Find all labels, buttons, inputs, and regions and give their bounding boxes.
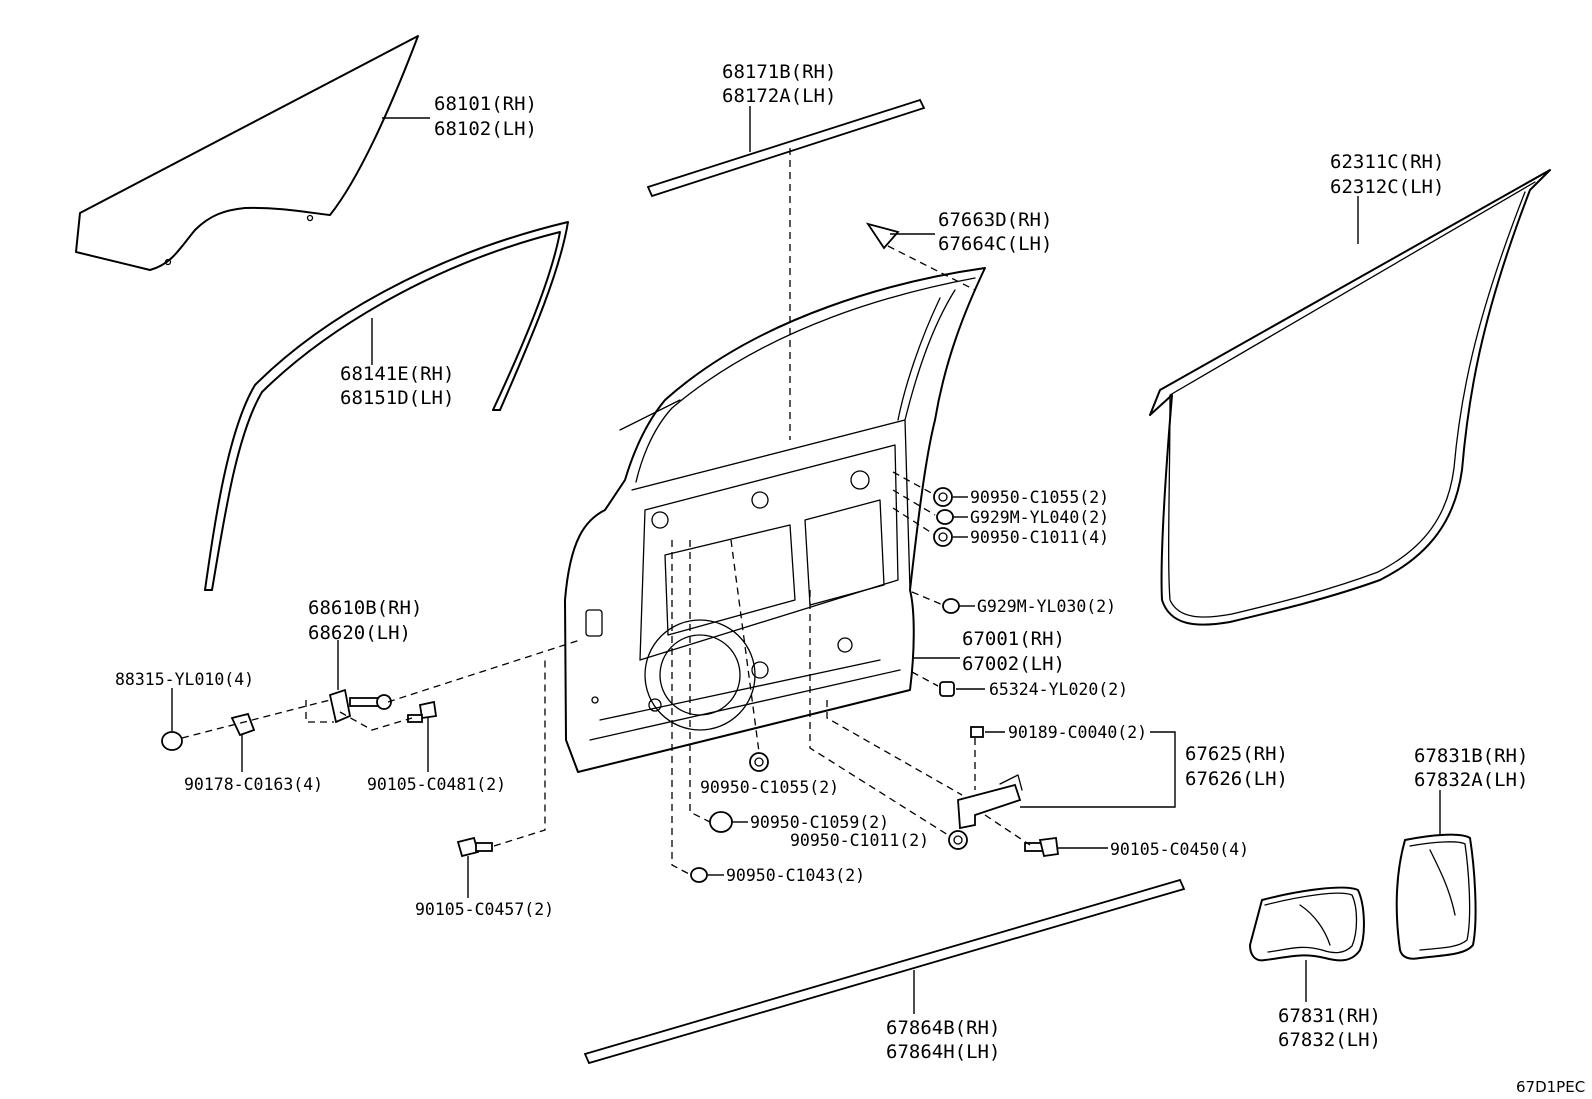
bolt-450	[1024, 836, 1060, 858]
belt-molding	[646, 98, 926, 198]
label-panel-lh: 67002(LH)	[962, 653, 1065, 675]
clip-upper-40	[936, 509, 954, 525]
plug-lower-1011	[948, 830, 968, 850]
label-panel-rh: 67001(RH)	[962, 628, 1065, 650]
leader-cover-dash	[887, 245, 976, 291]
label-clip0040: 90189-C0040(2)	[1008, 723, 1147, 742]
door-panel	[564, 267, 986, 773]
label-frame-rh: 68141E(RH)	[340, 363, 454, 385]
label-plug5: 90950-C1011(2)	[790, 831, 929, 850]
label-seal-lh: 67832(LH)	[1278, 1029, 1381, 1051]
label-plug6: 90950-C1043(2)	[726, 866, 865, 885]
label-belt-rh: 68171B(RH)	[722, 61, 836, 83]
label-bolt450: 90105-C0450(4)	[1110, 840, 1249, 859]
plug-upper-2	[933, 527, 953, 547]
dash-bracket-2	[826, 700, 963, 796]
dash-plug-1043	[671, 540, 692, 876]
label-bracket-rh: 67625(RH)	[1185, 743, 1288, 765]
label-check-lh: 68620(LH)	[308, 622, 411, 644]
label-plug4: 90950-C1059(2)	[750, 813, 889, 832]
clip-mid-30	[942, 598, 960, 614]
dash-plug-1059	[689, 540, 711, 823]
dash-upper-3	[892, 507, 936, 536]
plug-lower-1043	[690, 867, 708, 883]
label-frame-lh: 68151D(LH)	[340, 387, 454, 409]
dash-check-box	[305, 700, 334, 723]
label-cushion: 88315-YL010(4)	[115, 670, 254, 689]
mirror-cover	[865, 222, 900, 250]
reference-code: 67D1PEC	[1516, 1078, 1585, 1096]
dash-upper-2	[892, 489, 936, 516]
dash-bolt457	[493, 660, 546, 847]
label-bolt457: 90105-C0457(2)	[415, 900, 554, 919]
frame-molding	[204, 221, 569, 591]
door-glass	[75, 35, 419, 271]
plug-upper-1	[933, 487, 953, 507]
label-belt-lh: 68172A(LH)	[722, 85, 836, 107]
service-hole-cover-b	[1395, 833, 1477, 960]
stopper-part	[939, 681, 955, 697]
plug-lower-1059	[709, 811, 733, 833]
label-cover-lh: 67664C(LH)	[938, 233, 1052, 255]
label-clip30: G929M-YL030(2)	[977, 597, 1116, 616]
dash-upper-1	[892, 471, 936, 496]
label-cover-rh: 67663D(RH)	[938, 209, 1052, 231]
label-plug1: 90950-C1055(2)	[970, 488, 1109, 507]
hinge-bracket	[957, 726, 1023, 830]
dash-plug-lower-1	[730, 539, 760, 753]
door-check	[328, 688, 392, 724]
label-glass-lh: 68102(LH)	[434, 118, 537, 140]
service-hole-cover	[1249, 886, 1365, 962]
label-bolt481: 90105-C0481(2)	[367, 775, 506, 794]
label-plug3: 90950-C1055(2)	[700, 778, 839, 797]
bolt-457	[456, 836, 493, 858]
nut-part	[230, 712, 256, 737]
label-nut: 90178-C0163(4)	[184, 775, 323, 794]
plug-lower-1	[749, 752, 769, 772]
bolt-481	[407, 700, 438, 723]
label-stopper: 65324-YL020(2)	[989, 680, 1128, 699]
label-seal2-lh: 67832A(LH)	[1414, 769, 1528, 791]
leader-bracket	[1020, 731, 1176, 808]
label-check-rh: 68610B(RH)	[308, 597, 422, 619]
label-weatherstrip-rh: 62311C(RH)	[1330, 151, 1444, 173]
label-plug2: 90950-C1011(4)	[970, 528, 1109, 547]
cushion-part	[161, 731, 183, 751]
dash-upper-4	[911, 591, 944, 606]
door-weatherstrip	[1149, 169, 1551, 626]
dash-cushion	[181, 699, 331, 739]
label-clip40: G929M-YL040(2)	[970, 508, 1109, 527]
dash-bolt450	[984, 814, 1031, 846]
label-seal2-rh: 67831B(RH)	[1414, 745, 1528, 767]
dash-bolt481	[339, 711, 413, 731]
dash-check-panel	[387, 639, 581, 703]
rocker-molding	[583, 878, 1186, 1065]
label-weatherstrip-lh: 62312C(LH)	[1330, 176, 1444, 198]
dash-plug-1011	[809, 590, 949, 836]
label-bracket-lh: 67626(LH)	[1185, 768, 1288, 790]
label-molding-rh: 67864B(RH)	[886, 1017, 1000, 1039]
label-molding-lh: 67864H(LH)	[886, 1041, 1000, 1063]
dash-upper-5	[911, 671, 939, 687]
label-seal-rh: 67831(RH)	[1278, 1005, 1381, 1027]
label-glass-rh: 68101(RH)	[434, 93, 537, 115]
